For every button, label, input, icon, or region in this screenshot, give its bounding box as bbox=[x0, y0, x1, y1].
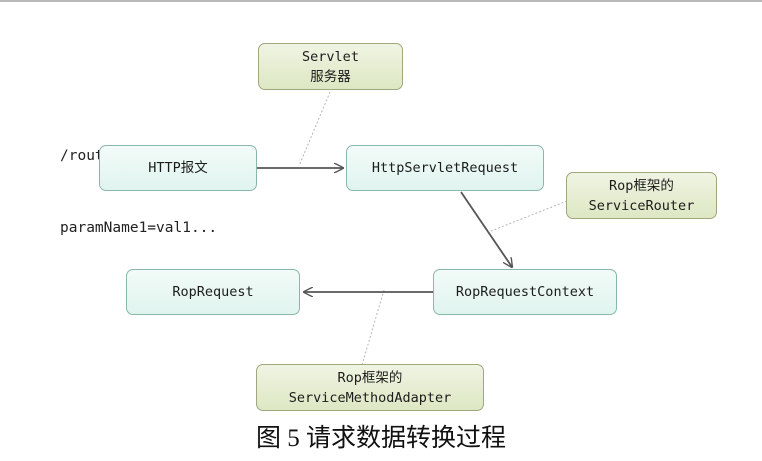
service-router-note-line-1: Rop框架的 bbox=[609, 177, 674, 194]
servlet-note-line-2: 服务器 bbox=[310, 68, 351, 85]
service-method-adapter-note-line-1: Rop框架的 bbox=[337, 369, 403, 386]
service-method-adapter-note: Rop框架的 ServiceMethodAdapter bbox=[256, 364, 484, 411]
http-message-label: HTTP报文 bbox=[148, 160, 208, 176]
rop-request-node: RopRequest bbox=[126, 269, 300, 315]
servlet-server-note: Servlet 服务器 bbox=[258, 43, 403, 90]
rop-request-context-label: RopRequestContext bbox=[455, 284, 595, 300]
service-router-note-connector bbox=[490, 200, 568, 232]
service-method-adapter-note-line-2: ServiceMethodAdapter bbox=[288, 389, 452, 406]
service-router-note-line-2: ServiceRouter bbox=[588, 197, 695, 214]
rop-request-label: RopRequest bbox=[172, 284, 254, 300]
servlet-note-line-1: Servlet bbox=[302, 48, 359, 65]
top-divider bbox=[0, 0, 762, 2]
http-servlet-request-node: HttpServletRequest bbox=[346, 145, 544, 191]
service-method-adapter-note-connector bbox=[361, 289, 385, 366]
http-message-node: HTTP报文 bbox=[99, 145, 257, 191]
figure-caption: 图 5 请求数据转换过程 bbox=[255, 425, 506, 452]
query-text-line-2: paramName1=val1... bbox=[60, 220, 218, 236]
servlet-note-connector bbox=[298, 91, 331, 167]
http-servlet-request-label: HttpServletRequest bbox=[371, 160, 519, 176]
rop-request-context-node: RopRequestContext bbox=[433, 269, 617, 315]
arrow-servlet-request-to-context bbox=[460, 191, 512, 267]
service-router-note: Rop框架的 ServiceRouter bbox=[566, 172, 717, 219]
